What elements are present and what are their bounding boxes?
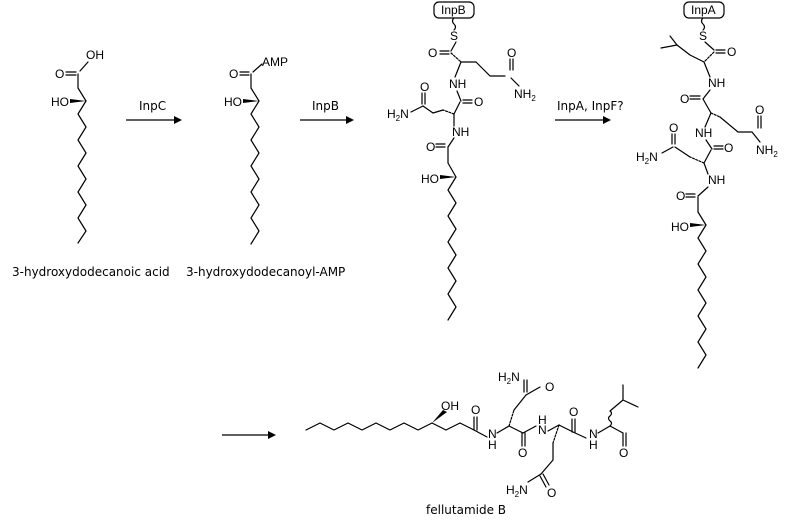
s-label-b: S <box>450 29 458 43</box>
carrier-inpa-box <box>683 1 725 19</box>
o-label-gln-a: O <box>755 103 764 117</box>
carbonyl-o-label: O <box>55 67 64 81</box>
arrow-step-2: InpB <box>300 99 354 124</box>
enzyme-inpa-inpf: InpA, InpF? <box>557 99 624 113</box>
h2n-gln-fb: H2N <box>506 483 528 499</box>
amp-ho-label: HO <box>224 95 242 109</box>
compound-4-structure: InpA S O NH O O NH2 NH O O H2N <box>636 1 778 369</box>
enzyme-inpc: InpC <box>139 99 166 113</box>
nh-label-a3: NH <box>708 173 725 187</box>
o-label-a1: O <box>727 45 736 59</box>
oh-acid-label: OH <box>86 48 104 62</box>
arrow-step-3: InpA, InpF? <box>555 99 624 124</box>
n-label-fb2: N <box>538 423 547 437</box>
o-label-fb1: O <box>471 403 480 417</box>
o-label-asn-side: O <box>420 80 429 94</box>
nh-label-b1: NH <box>449 77 466 91</box>
o-label-gln-side: O <box>507 46 516 60</box>
compound-1-name: 3-hydroxydodecanoic acid <box>12 265 170 279</box>
h-label-fb1: H <box>488 438 497 452</box>
carrier-inpa-label: InpA <box>691 3 716 17</box>
o-label-a2: O <box>680 92 689 106</box>
s-label-a: S <box>699 29 707 43</box>
o-label-asn-fb: O <box>545 380 554 394</box>
o-label-a4: O <box>676 189 685 203</box>
h2n-asn-side: H2N <box>387 107 409 123</box>
compound-2-name: 3-hydroxydodecanoyl-AMP <box>186 265 345 279</box>
nh2-gln-side: NH2 <box>514 87 536 103</box>
compound-2-structure: AMP O HO <box>224 55 288 245</box>
o-label-b2: O <box>474 95 483 109</box>
arrow-step-4 <box>222 431 276 439</box>
final-compound-name: fellutamide B <box>426 503 506 517</box>
amp-carbonyl-o: O <box>229 67 238 81</box>
ho-label-a: HO <box>671 220 689 234</box>
nh-label-a1: NH <box>708 76 725 90</box>
ho-label: HO <box>51 95 69 109</box>
o-label-b1: O <box>428 46 437 60</box>
o-label-fb4: O <box>619 446 628 460</box>
h2n-asn-fb: H2N <box>498 370 520 386</box>
carrier-inpb-label: InpB <box>441 3 466 17</box>
amp-label: AMP <box>262 55 288 69</box>
o-label-a3: O <box>724 141 733 155</box>
h-label-fb3: H <box>589 438 598 452</box>
oh-label-fb: OH <box>441 399 459 413</box>
nh2-gln-a: NH2 <box>756 143 778 159</box>
h2n-asn-a: H2N <box>636 150 658 166</box>
fellutamide-b-structure: OH O H N O H2N O H N O H2N O <box>305 370 639 500</box>
ho-label-b: HO <box>421 172 439 186</box>
compound-1-structure: OH O HO <box>51 48 104 244</box>
o-label-asn-a: O <box>669 121 678 135</box>
arrow-step-1: InpC <box>126 99 182 124</box>
n-label-fb3: N <box>589 427 598 441</box>
n-label-fb1: N <box>488 427 497 441</box>
o-label-b3: O <box>426 140 435 154</box>
o-label-fb3: O <box>569 405 578 419</box>
enzyme-inpb: InpB <box>312 99 339 113</box>
o-label-fb2: O <box>518 446 527 460</box>
nh-label-b2: NH <box>452 125 469 139</box>
nh-label-a2: NH <box>695 126 712 140</box>
compound-3-structure: InpB S O O NH2 NH O H2N O NH O <box>387 1 536 321</box>
o-label-gln-fb: O <box>547 486 556 500</box>
h-label-fb2: H <box>538 413 547 427</box>
